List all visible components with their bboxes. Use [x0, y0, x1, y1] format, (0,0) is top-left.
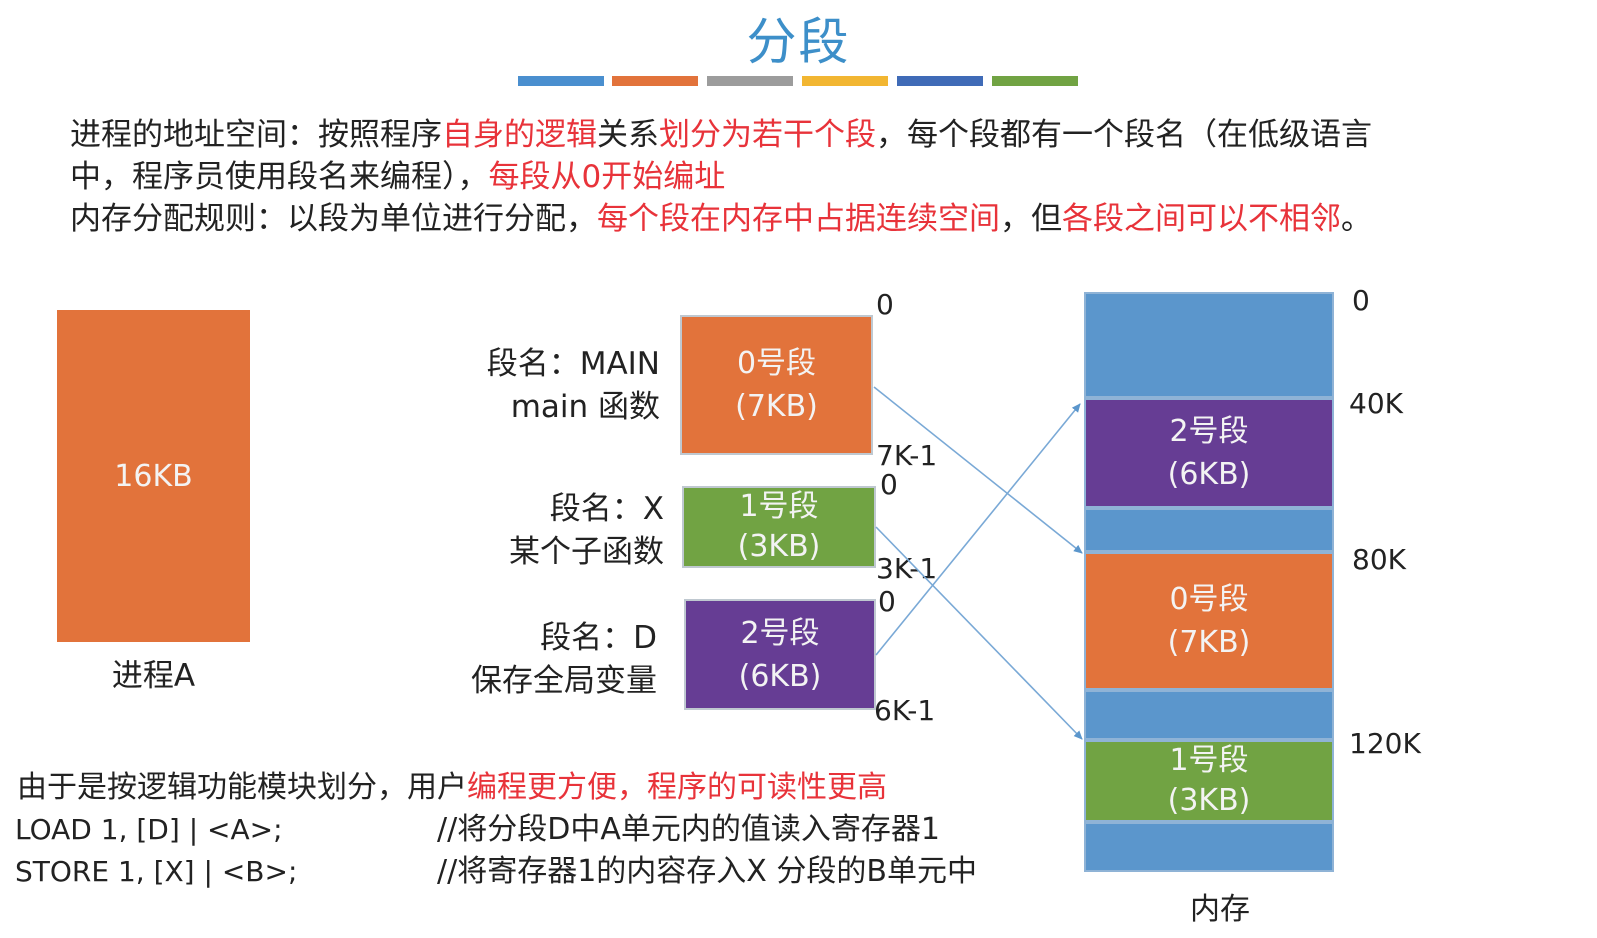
segment-1-start: 0 [880, 468, 898, 501]
memory-block-1-size: (7KB) [1167, 625, 1251, 660]
segment-2-end: 6K-1 [874, 694, 936, 727]
segment-1-name: 段名：X 某个子函数 [509, 488, 664, 574]
segment-2-name-line1: 段名：D [540, 620, 657, 656]
memory-address-0: 0 [1352, 284, 1370, 317]
memory-free-gap-2 [1084, 690, 1334, 740]
segment-0-block: 0号段 (7KB) [680, 315, 873, 455]
memory-label: 内存 [1190, 892, 1250, 927]
bottom-summary-highlight: 编程更方便，程序的可读性更高 [467, 770, 887, 805]
intro-text: 。 [1341, 201, 1372, 237]
code-store-comment: //将寄存器1的内容存入X 分段的B单元中 [437, 854, 977, 889]
stripe-1 [518, 76, 604, 86]
segment-0-name: 段名：MAIN main 函数 [487, 343, 660, 429]
memory-block-0-size: (6KB) [1167, 457, 1251, 492]
stripe-2 [612, 76, 698, 86]
intro-text: 内存分配规则：以段为单位进行分配， [70, 201, 597, 237]
segment-1-block: 1号段 (3KB) [682, 486, 876, 568]
intro-highlight: 自身的逻辑 [442, 117, 597, 153]
bottom-summary: 由于是按逻辑功能模块划分，用户编程更方便，程序的可读性更高 [17, 768, 887, 808]
intro-line-2: 中，程序员使用段名来编程），每段从0开始编址 [70, 156, 1570, 198]
process-label: 进程A [111, 658, 196, 694]
segment-2-name: 段名：D 保存全局变量 [471, 617, 657, 703]
intro-text: 中，程序员使用段名来编程）， [70, 159, 489, 195]
intro-highlight: 各段之间可以不相邻 [1062, 201, 1341, 237]
bottom-summary-text: 由于是按逻辑功能模块划分，用户 [17, 770, 467, 805]
segment-0-title: 0号段 [736, 346, 817, 381]
segment-1-title: 1号段 [739, 489, 819, 524]
memory-free-gap-1 [1084, 508, 1334, 552]
code-store-instr: STORE 1, [X] | <B>; [15, 855, 298, 888]
segment-0-start: 0 [876, 288, 894, 321]
memory-free-top [1084, 292, 1334, 398]
memory-free-bottom [1084, 822, 1334, 872]
stripe-4 [802, 76, 888, 86]
stripe-5 [897, 76, 983, 86]
memory-block-segment-1: 1号段 (3KB) [1084, 740, 1334, 822]
segment-2-name-line2: 保存全局变量 [471, 663, 657, 699]
segment-0-size: (7KB) [735, 389, 818, 424]
memory-block-1-title: 0号段 [1169, 582, 1249, 617]
segment-2-block: 2号段 (6KB) [684, 599, 876, 710]
memory-address-80k: 80K [1352, 543, 1406, 576]
memory-block-0-title: 2号段 [1169, 414, 1249, 449]
segment-1-name-line2: 某个子函数 [509, 534, 664, 570]
arrow-segment-2-to-memory [875, 403, 1081, 656]
arrow-segment-1-to-memory [875, 526, 1083, 740]
intro-highlight: 每段从0开始编址 [488, 159, 726, 195]
process-size: 16KB [114, 458, 193, 494]
segment-0-name-line1: 段名：MAIN [486, 346, 660, 382]
intro-text: 进程的地址空间：按照程序 [70, 117, 442, 153]
intro-text: ，每个段都有一个段名（在低级语言 [876, 117, 1372, 153]
intro-highlight: 划分为若干个段 [659, 117, 876, 153]
memory-block-segment-2: 2号段 (6KB) [1084, 398, 1334, 508]
memory-block-2-title: 1号段 [1169, 743, 1249, 778]
arrow-segment-0-to-memory [873, 386, 1083, 554]
intro-highlight: 每个段在内存中占据连续空间 [597, 201, 1000, 237]
segment-2-size: (6KB) [738, 658, 822, 694]
memory-address-120k: 120K [1349, 727, 1421, 760]
intro-line-3: 内存分配规则：以段为单位进行分配，每个段在内存中占据连续空间，但各段之间可以不相… [70, 198, 1570, 240]
code-load-comment: //将分段D中A单元内的值读入寄存器1 [437, 812, 940, 847]
intro-text: ，但 [1000, 201, 1062, 237]
segment-0-name-line2: main 函数 [510, 389, 660, 425]
intro-line-1: 进程的地址空间：按照程序自身的逻辑关系划分为若干个段，每个段都有一个段名（在低级… [70, 114, 1570, 156]
segment-2-title: 2号段 [740, 615, 820, 651]
page-title: 分段 [746, 13, 851, 71]
intro-paragraph: 进程的地址空间：按照程序自身的逻辑关系划分为若干个段，每个段都有一个段名（在低级… [70, 114, 1570, 240]
process-block: 16KB [57, 310, 250, 642]
memory-block-2-size: (3KB) [1167, 783, 1251, 818]
intro-text: 关系 [597, 117, 659, 153]
segment-1-size: (3KB) [737, 529, 821, 564]
segment-2-start: 0 [878, 585, 896, 618]
memory-block-segment-0: 0号段 (7KB) [1084, 552, 1334, 690]
stripe-6 [992, 76, 1078, 86]
memory-address-40k: 40K [1349, 387, 1403, 420]
segment-0-end: 7K-1 [876, 439, 938, 472]
stripe-3 [707, 76, 793, 86]
code-load-instr: LOAD 1, [D] | <A>; [15, 813, 283, 846]
segment-1-name-line1: 段名：X [549, 491, 664, 527]
